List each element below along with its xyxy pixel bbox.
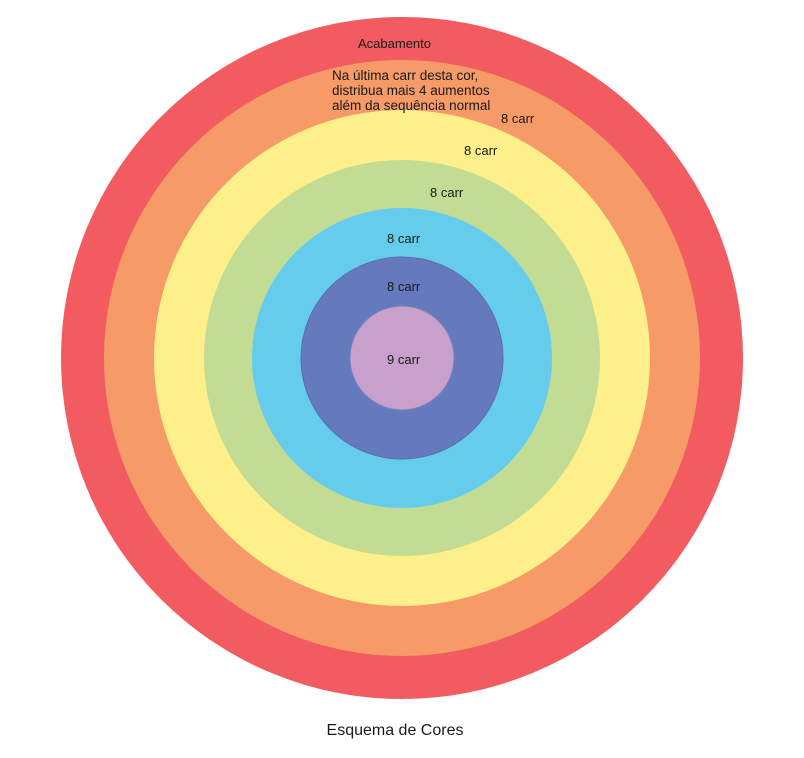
label-light-blue-rows: 8 carr (387, 231, 421, 246)
label-green-rows: 8 carr (430, 185, 464, 200)
label-yellow-rows: 8 carr (464, 143, 498, 158)
label-dark-blue-rows: 8 carr (387, 279, 421, 294)
diagram-caption: Esquema de Cores (326, 722, 464, 739)
label-orange-rows: 8 carr (501, 111, 535, 126)
label-center-rows: 9 carr (387, 352, 421, 367)
label-acabamento: Acabamento (358, 36, 431, 51)
center-lilac (349, 305, 455, 411)
label-orange-note: Na última carr desta cor, distribua mais… (332, 68, 491, 113)
